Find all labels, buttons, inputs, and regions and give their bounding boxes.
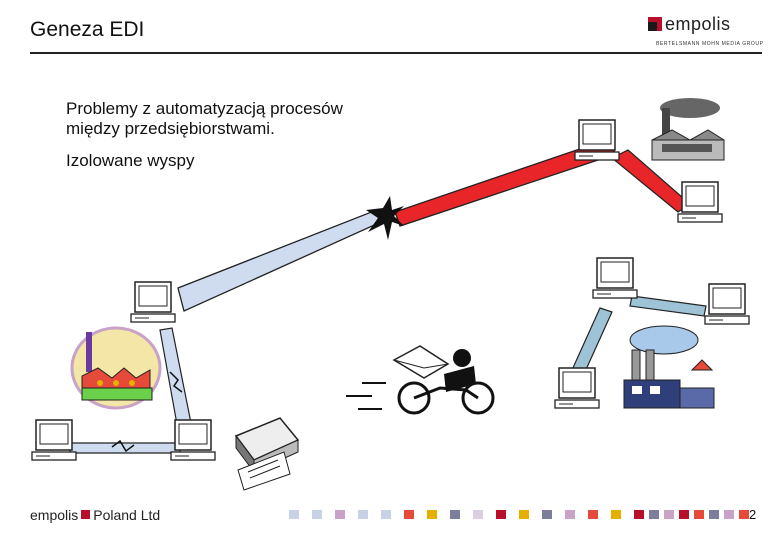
footer-brand-suffix: Poland Ltd — [93, 507, 160, 523]
decorative-square — [664, 510, 674, 519]
decorative-square — [649, 510, 659, 519]
link-teal-2 — [630, 296, 706, 316]
computer-icon — [555, 368, 599, 408]
decorative-square — [542, 510, 552, 519]
computer-icon — [32, 420, 76, 460]
computer-icon — [575, 120, 619, 160]
page-number: 2 — [749, 507, 756, 522]
computer-icon — [593, 258, 637, 298]
decorative-square — [679, 510, 689, 519]
decorative-square — [335, 510, 345, 519]
decorative-square — [611, 510, 621, 519]
link-left-to-center — [178, 211, 381, 311]
decorative-square — [634, 510, 644, 519]
decorative-square — [724, 510, 734, 519]
building-clouds-icon — [624, 326, 714, 408]
footer-brand-name: empolis — [30, 507, 78, 523]
decorative-square — [381, 510, 391, 519]
factory-colorful-icon — [72, 328, 160, 408]
courier-bicycle-icon — [346, 346, 493, 413]
link-teal-1 — [572, 308, 612, 374]
factory-top-icon — [652, 98, 724, 160]
brand-square-icon — [81, 510, 90, 519]
decorative-square — [694, 510, 704, 519]
decorative-square — [739, 510, 749, 519]
decorative-square — [358, 510, 368, 519]
decorative-square — [450, 510, 460, 519]
decorative-square — [312, 510, 322, 519]
computer-icon — [678, 182, 722, 222]
decorative-square — [404, 510, 414, 519]
computer-icon — [705, 284, 749, 324]
computer-icon — [131, 282, 175, 322]
printer-icon — [236, 418, 298, 490]
decorative-square — [709, 510, 719, 519]
computer-icon — [171, 420, 215, 460]
decorative-square — [473, 510, 483, 519]
decorative-square — [565, 510, 575, 519]
footer-brand: empolis Poland Ltd — [30, 507, 160, 523]
decorative-square — [496, 510, 506, 519]
decorative-square — [519, 510, 529, 519]
decorative-square — [289, 510, 299, 519]
decorative-square — [588, 510, 598, 519]
decorative-square — [427, 510, 437, 519]
